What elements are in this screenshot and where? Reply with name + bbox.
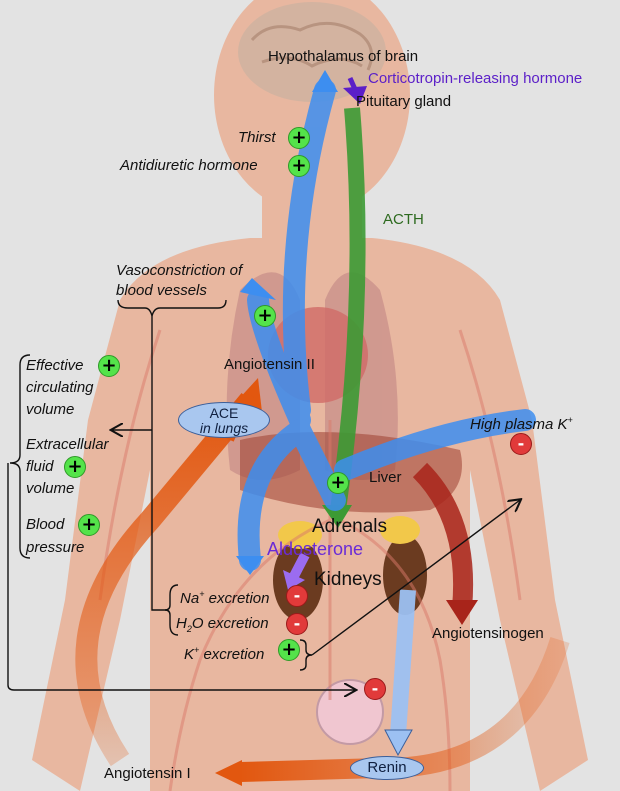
angiotensinogen-label: Angiotensinogen	[432, 625, 544, 642]
bp-label-line2: pressure	[26, 539, 85, 556]
vasoconstriction-plus-badge: +	[254, 305, 276, 327]
effective-plus-badge: +	[98, 355, 120, 377]
vasoconstriction-label-line1: Vasoconstriction of	[116, 262, 243, 279]
high-plasma-k-label: High plasma K+	[470, 415, 573, 433]
k-excretion-plus-badge: +	[278, 639, 300, 661]
vasoconstriction-label-line2: blood vessels	[116, 282, 207, 299]
ecf-plus-badge: +	[64, 456, 86, 478]
angiotensin-ii-label: Angiotensin II	[224, 356, 315, 373]
crh-label: Corticotropin-releasing hormone	[368, 70, 583, 87]
bp-plus-badge: +	[78, 514, 100, 536]
acth-plus-badge: +	[327, 472, 349, 494]
liver-to-angiotensinogen-arrow	[412, 462, 474, 609]
na-excretion-label: Na+ excretion	[180, 589, 270, 607]
bladder-minus-badge: -	[364, 678, 386, 700]
bp-label-line1: Blood	[26, 516, 65, 533]
h2o-excretion-label: H2O excretion	[176, 615, 269, 634]
effective-label-line3: volume	[26, 401, 75, 418]
angiotensin-i-label: Angiotensin I	[104, 765, 191, 782]
right-adrenal	[380, 516, 420, 544]
acth-label: ACTH	[383, 211, 424, 228]
aldosterone-label: Aldosterone	[267, 539, 364, 559]
brain-shape	[238, 2, 386, 102]
ecf-label-line3: volume	[26, 480, 75, 497]
adrenals-label: Adrenals	[312, 516, 387, 537]
feedback-lines	[7, 299, 520, 690]
kidney-to-renin-arrow	[390, 589, 416, 736]
effective-label-line1: Effective	[26, 357, 84, 374]
liver-label: Liver	[369, 469, 402, 486]
ace-in-lungs-ellipse: ACE in lungs	[178, 402, 270, 438]
ecf-label-line1: Extracellular	[26, 436, 109, 453]
thirst-label: Thirst	[238, 129, 276, 146]
acth-arrow	[330, 107, 366, 512]
ace-sublabel: in lungs	[199, 420, 249, 436]
hypothalamus-label: Hypothalamus of brain	[268, 48, 419, 65]
na-excretion-minus-badge: -	[286, 585, 308, 607]
pituitary-label: Pituitary gland	[356, 93, 452, 110]
thirst-plus-badge: +	[288, 127, 310, 149]
renin-ellipse: Renin	[350, 756, 424, 780]
high-k-minus-badge: -	[510, 433, 532, 455]
k-excretion-label: K+ excretion	[184, 645, 265, 663]
ace-label: ACE	[209, 405, 239, 421]
adh-label: Antidiuretic hormone	[120, 157, 258, 174]
h2o-excretion-minus-badge: -	[286, 613, 308, 635]
ecf-label-line2: fluid	[26, 458, 54, 475]
effective-label-line2: circulating	[26, 379, 94, 396]
kidneys-label: Kidneys	[314, 569, 382, 590]
adh-plus-badge: +	[288, 155, 310, 177]
angiotensin-i-to-ace-arrow	[75, 392, 259, 767]
